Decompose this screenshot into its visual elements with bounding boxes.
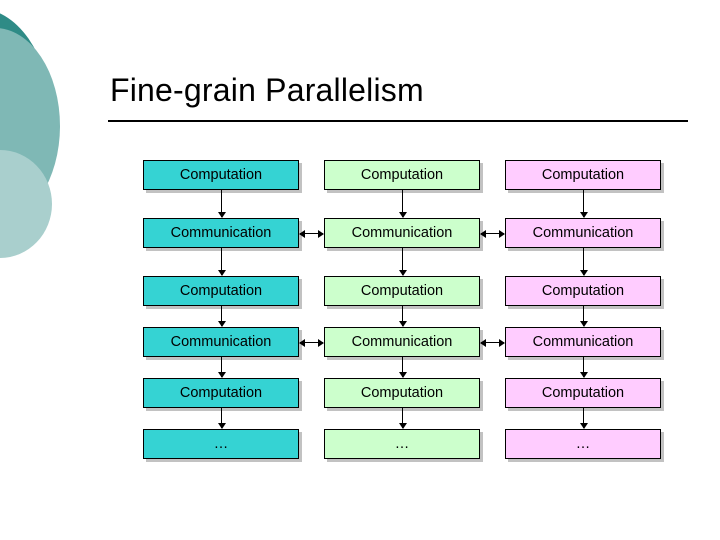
flow-arrow-down bbox=[398, 190, 407, 218]
cell-computation: Computation bbox=[143, 378, 299, 408]
diagram-row: … … … bbox=[143, 429, 663, 461]
sync-arrow-horizontal bbox=[480, 229, 505, 238]
cell-communication: Communication bbox=[143, 218, 299, 248]
flow-arrow-down bbox=[217, 190, 226, 218]
cell-communication: Communication bbox=[505, 218, 661, 248]
flow-arrow-down bbox=[217, 408, 226, 429]
flow-arrow-down bbox=[398, 408, 407, 429]
cell-computation: Computation bbox=[505, 160, 661, 190]
cell-computation: Computation bbox=[505, 276, 661, 306]
flow-arrow-down bbox=[579, 357, 588, 378]
flow-arrow-down bbox=[398, 357, 407, 378]
cell-computation: Computation bbox=[324, 378, 480, 408]
diagram-row: Communication Communication Communicatio… bbox=[143, 218, 663, 250]
flow-arrow-down bbox=[217, 357, 226, 378]
cell-computation: Computation bbox=[143, 276, 299, 306]
fine-grain-parallelism-diagram: Computation Computation Computation Comm… bbox=[143, 160, 663, 470]
cell-communication: Communication bbox=[505, 327, 661, 357]
page-title: Fine-grain Parallelism bbox=[110, 72, 424, 108]
cell-computation: Computation bbox=[324, 276, 480, 306]
cell-ellipsis: … bbox=[505, 429, 661, 459]
flow-arrow-down bbox=[398, 248, 407, 276]
flow-arrow-down bbox=[579, 306, 588, 327]
flow-arrow-down bbox=[579, 190, 588, 218]
flow-arrow-down bbox=[579, 408, 588, 429]
title-divider bbox=[108, 120, 688, 122]
cell-communication: Communication bbox=[324, 327, 480, 357]
cell-computation: Computation bbox=[505, 378, 661, 408]
sync-arrow-horizontal bbox=[299, 229, 324, 238]
flow-arrow-down bbox=[398, 306, 407, 327]
diagram-row: Computation Computation Computation bbox=[143, 160, 663, 192]
sync-arrow-horizontal bbox=[480, 338, 505, 347]
flow-arrow-down bbox=[579, 248, 588, 276]
cell-computation: Computation bbox=[143, 160, 299, 190]
diagram-row: Computation Computation Computation bbox=[143, 378, 663, 410]
flow-arrow-down bbox=[217, 306, 226, 327]
flow-arrow-down bbox=[217, 248, 226, 276]
cell-communication: Communication bbox=[324, 218, 480, 248]
cell-ellipsis: … bbox=[143, 429, 299, 459]
cell-ellipsis: … bbox=[324, 429, 480, 459]
cell-computation: Computation bbox=[324, 160, 480, 190]
diagram-row: Communication Communication Communicatio… bbox=[143, 327, 663, 359]
diagram-row: Computation Computation Computation bbox=[143, 276, 663, 308]
sync-arrow-horizontal bbox=[299, 338, 324, 347]
cell-communication: Communication bbox=[143, 327, 299, 357]
